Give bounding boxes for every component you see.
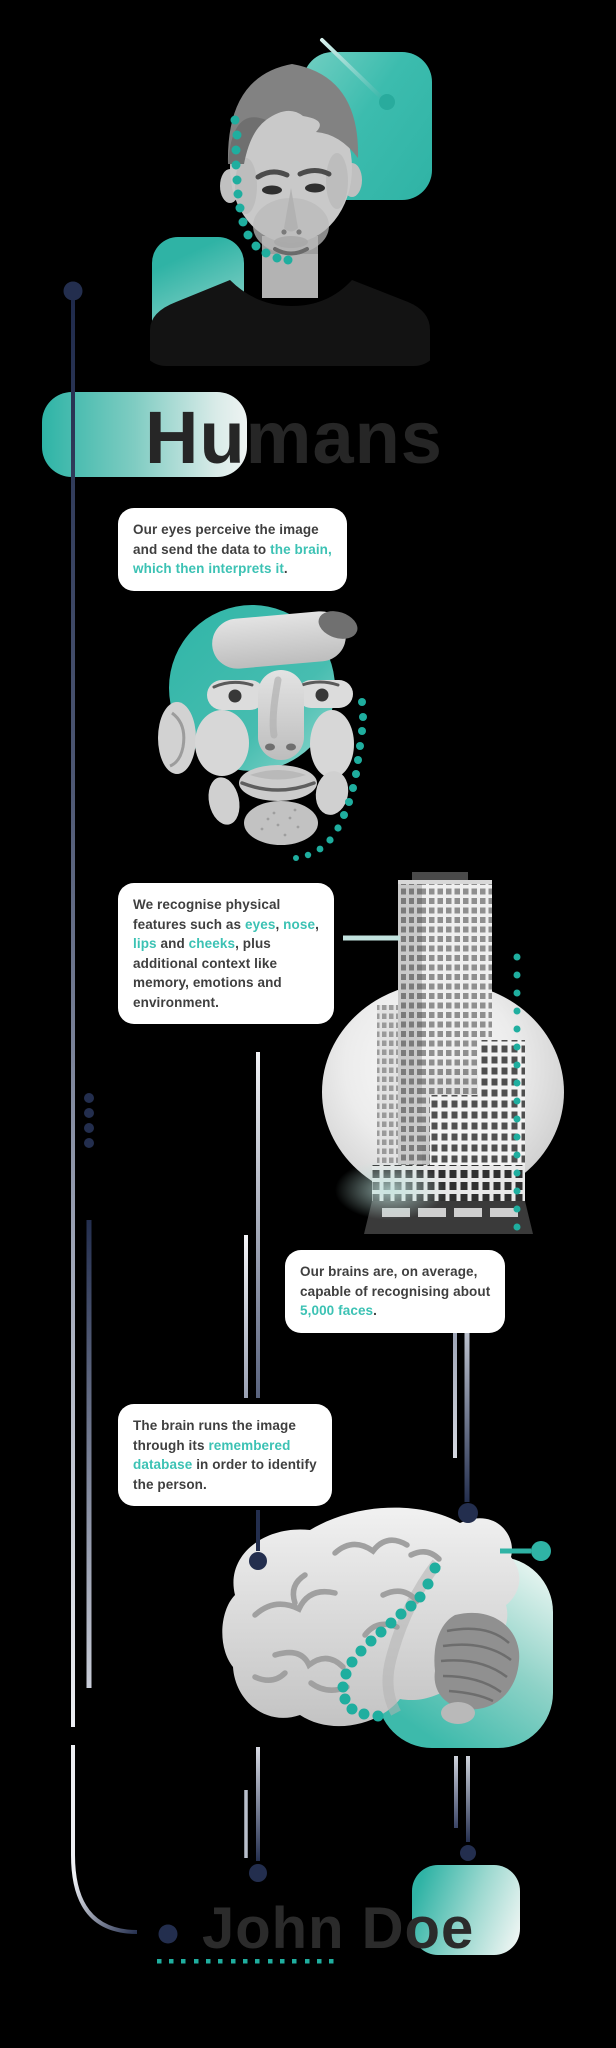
- connector-brain-bottom-left: [244, 1747, 267, 1882]
- brain-cerebellum: [434, 1612, 520, 1710]
- building-left-annex: [377, 1005, 398, 1165]
- collage-cheek-left: [195, 710, 249, 776]
- timeline-left-line-2: [84, 1093, 94, 1688]
- portrait-brow-left: [255, 169, 290, 180]
- callout-capacity: Our brains are, on average,capable of re…: [285, 1250, 506, 1333]
- portrait-nose: [284, 188, 298, 232]
- face-collage-illustration: [150, 595, 380, 865]
- sphere-teal-glow: [335, 1160, 445, 1220]
- skyscraper-illustration: [360, 868, 535, 1238]
- page-title: Humans: [145, 396, 443, 479]
- title-highlight-banner: [42, 392, 247, 477]
- collage-jaw-right: [315, 771, 349, 815]
- portrait-shirt: [150, 280, 430, 366]
- collage-nose: [258, 670, 304, 760]
- brain-illustration: [215, 1495, 535, 1760]
- connector-brain-bottom-right: [454, 1756, 476, 1861]
- collage-hair-fragment: [318, 611, 358, 639]
- collage-cheek-right: [310, 710, 354, 778]
- man-portrait-photo: [140, 36, 440, 366]
- connector-node: [249, 1864, 267, 1882]
- portrait-mouth: [273, 247, 309, 256]
- portrait-brow-right: [297, 168, 332, 177]
- name-highlight-rect: [412, 1865, 520, 1955]
- portrait-eye-right: [305, 183, 325, 193]
- collage-jaw-left: [208, 777, 240, 825]
- portrait-eye-left: [262, 185, 282, 195]
- collage-ear: [158, 702, 196, 774]
- connector-node: [460, 1845, 476, 1861]
- brain-folds: [252, 1537, 442, 1693]
- building-mid-annex: [430, 1095, 478, 1175]
- connector-node: [63, 281, 83, 301]
- brain-stem: [441, 1702, 475, 1724]
- connector-capacity-to-brain: [453, 1325, 478, 1523]
- collage-forehead: [212, 611, 346, 669]
- connector-node: [158, 1924, 178, 1944]
- identified-name: John Doe: [202, 1896, 475, 1961]
- building-left-face: [398, 884, 422, 1174]
- collage-chin: [244, 801, 318, 845]
